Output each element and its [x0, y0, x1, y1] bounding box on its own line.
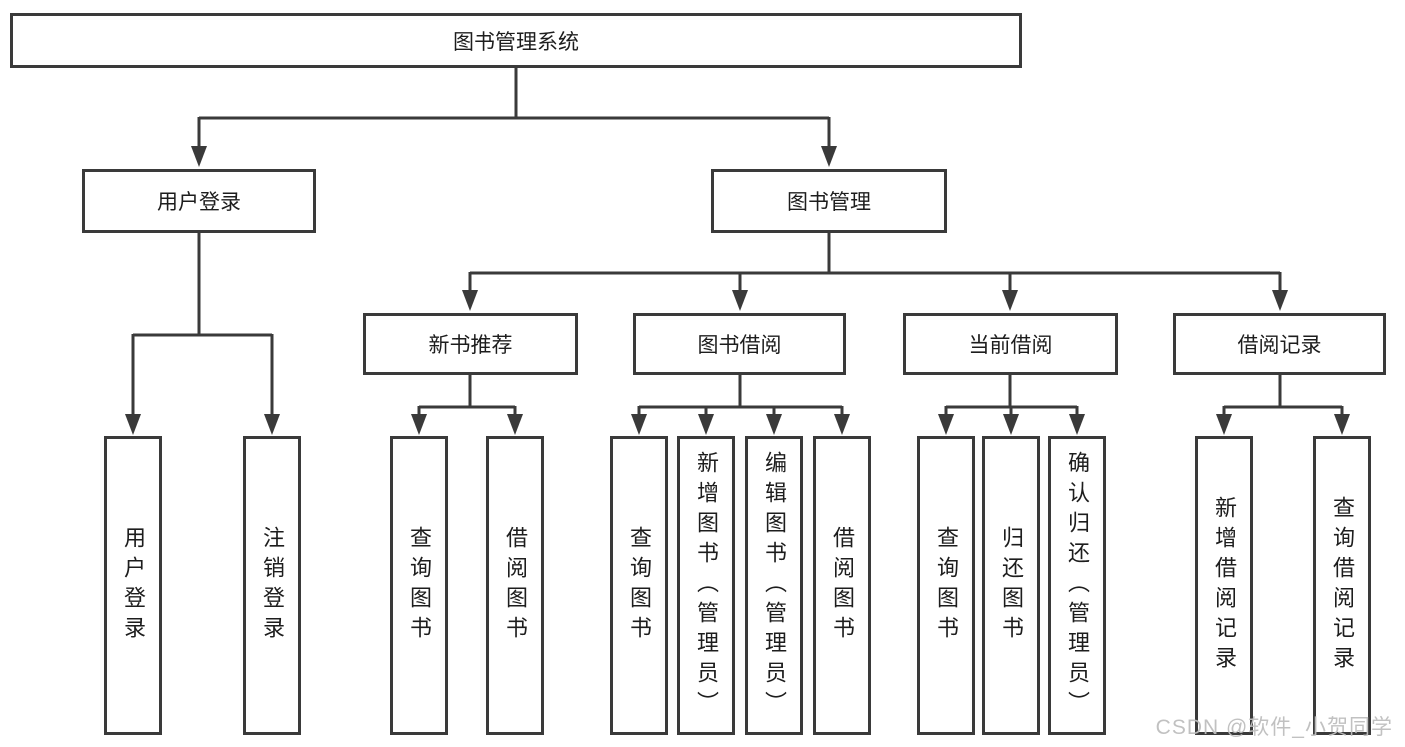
leaf-confirm-return-admin: 确认归还（管理员） — [1048, 436, 1106, 735]
leaf-borrow-books-recommend-label: 借阅图书 — [503, 525, 528, 646]
node-borrow-records: 借阅记录 — [1173, 313, 1386, 375]
leaf-query-books-current: 查询图书 — [917, 436, 975, 735]
node-current-borrow: 当前借阅 — [903, 313, 1118, 375]
leaf-query-books-recommend-label: 查询图书 — [407, 525, 432, 646]
leaf-user-login: 用户登录 — [104, 436, 162, 735]
leaf-borrow-books-label: 借阅图书 — [830, 525, 855, 646]
leaf-logout-label: 注销登录 — [260, 525, 285, 646]
leaf-return-books-label: 归还图书 — [999, 525, 1024, 646]
leaf-query-borrow-record: 查询借阅记录 — [1313, 436, 1371, 735]
node-current-borrow-label: 当前借阅 — [968, 334, 1053, 357]
leaf-edit-books-admin: 编辑图书（管理员） — [745, 436, 803, 735]
leaf-confirm-return-admin-label: 确认归还（管理员） — [1065, 450, 1090, 721]
leaf-return-books: 归还图书 — [982, 436, 1040, 735]
node-borrow-records-label: 借阅记录 — [1237, 334, 1322, 357]
node-user-login-label: 用户登录 — [157, 191, 241, 214]
leaf-query-books-borrow-label: 查询图书 — [627, 525, 652, 646]
leaf-query-books-current-label: 查询图书 — [934, 525, 959, 646]
leaf-borrow-books: 借阅图书 — [813, 436, 871, 735]
node-new-book-recommend-label: 新书推荐 — [428, 334, 513, 357]
node-new-book-recommend: 新书推荐 — [363, 313, 578, 375]
leaf-query-books-recommend: 查询图书 — [390, 436, 448, 735]
leaf-add-books-admin: 新增图书（管理员） — [677, 436, 735, 735]
leaf-query-borrow-record-label: 查询借阅记录 — [1330, 495, 1355, 676]
csdn-watermark: CSDN @软件_小贺同学 — [1155, 716, 1393, 739]
leaf-edit-books-admin-label: 编辑图书（管理员） — [762, 450, 787, 721]
leaf-borrow-books-recommend: 借阅图书 — [486, 436, 544, 735]
leaf-add-borrow-record: 新增借阅记录 — [1195, 436, 1253, 735]
leaf-user-login-label: 用户登录 — [121, 525, 146, 646]
arrowhead-icons — [125, 146, 1350, 435]
leaf-add-books-admin-label: 新增图书（管理员） — [694, 450, 719, 721]
node-root: 图书管理系统 — [10, 13, 1022, 68]
leaf-query-books-borrow: 查询图书 — [610, 436, 668, 735]
node-book-management-label: 图书管理 — [787, 191, 871, 214]
node-book-borrow-label: 图书借阅 — [697, 334, 782, 357]
leaf-logout: 注销登录 — [243, 436, 301, 735]
node-user-login: 用户登录 — [82, 169, 316, 233]
node-book-management: 图书管理 — [711, 169, 947, 233]
node-root-label: 图书管理系统 — [453, 30, 579, 54]
node-book-borrow: 图书借阅 — [633, 313, 846, 375]
leaf-add-borrow-record-label: 新增借阅记录 — [1212, 495, 1237, 676]
